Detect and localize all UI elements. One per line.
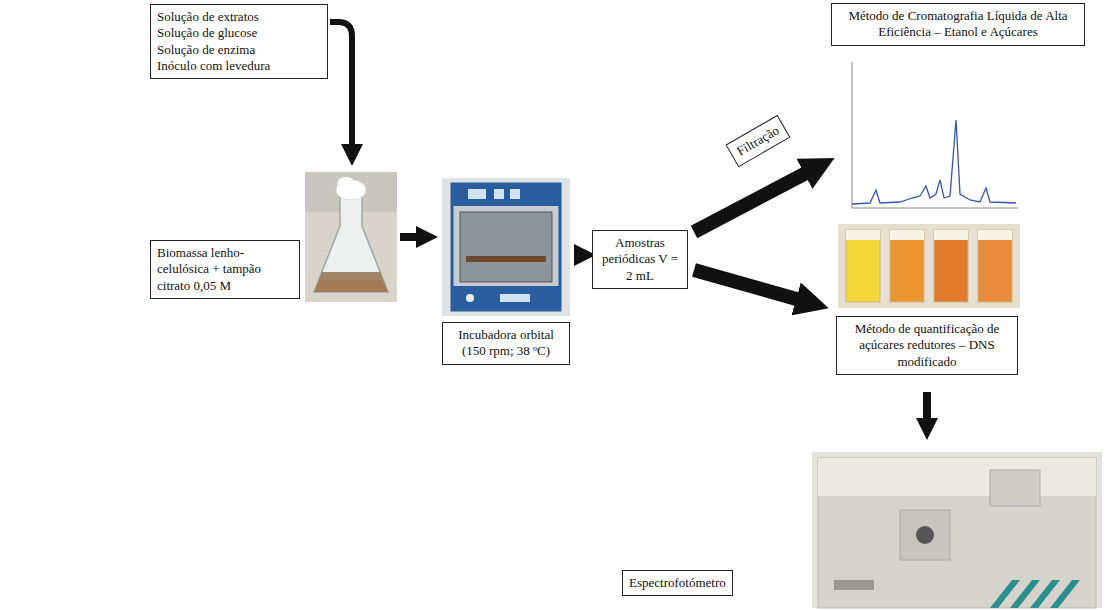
chromatogram	[838, 56, 1022, 216]
split-arrow	[694, 172, 808, 232]
box-text: Amostras periódicas V = 2 mL	[599, 235, 681, 284]
spectrophotometer-photo	[812, 452, 1102, 608]
box-text: Incubadora orbital (150 rpm; 38 ºC)	[449, 327, 563, 360]
hplc-method-box: Método de Cromatografia Líquida de Alta …	[831, 3, 1085, 46]
box-text: Inóculo com levedura	[157, 58, 321, 74]
process-arrow	[574, 251, 578, 259]
split-arrow	[694, 270, 800, 300]
flask-photo	[305, 172, 397, 302]
process-arrow	[400, 233, 420, 241]
incubator-box: Incubadora orbital (150 rpm; 38 ºC)	[442, 322, 570, 365]
process-arrow	[923, 392, 931, 422]
instrument-label-box: Espectrofotómetro	[622, 570, 733, 596]
box-text: Solução de enzima	[157, 42, 321, 58]
input-list-box: Solução de extratosSolução de glucoseSol…	[150, 4, 328, 79]
biomass-box: Biomassa lenho-celulósica + tampão citra…	[150, 240, 300, 299]
box-text: Método de Cromatografia Líquida de Alta …	[838, 8, 1078, 41]
incubator-photo	[442, 178, 570, 316]
cuvettes-photo	[838, 224, 1020, 308]
box-text: Método de quantificação de açúcares redu…	[843, 321, 1011, 370]
box-text: Solução de glucose	[157, 25, 321, 41]
box-text: Solução de extratos	[157, 9, 321, 25]
box-text: Biomassa lenho-celulósica + tampão citra…	[157, 245, 293, 294]
box-text: Espectrofotómetro	[629, 575, 726, 591]
input-arrow	[330, 22, 352, 148]
dns-method-box: Método de quantificação de açúcares redu…	[836, 316, 1018, 375]
samples-box: Amostras periódicas V = 2 mL	[592, 230, 688, 289]
box-text: Filtração	[734, 123, 782, 160]
filtration-box: Filtração	[725, 115, 790, 168]
